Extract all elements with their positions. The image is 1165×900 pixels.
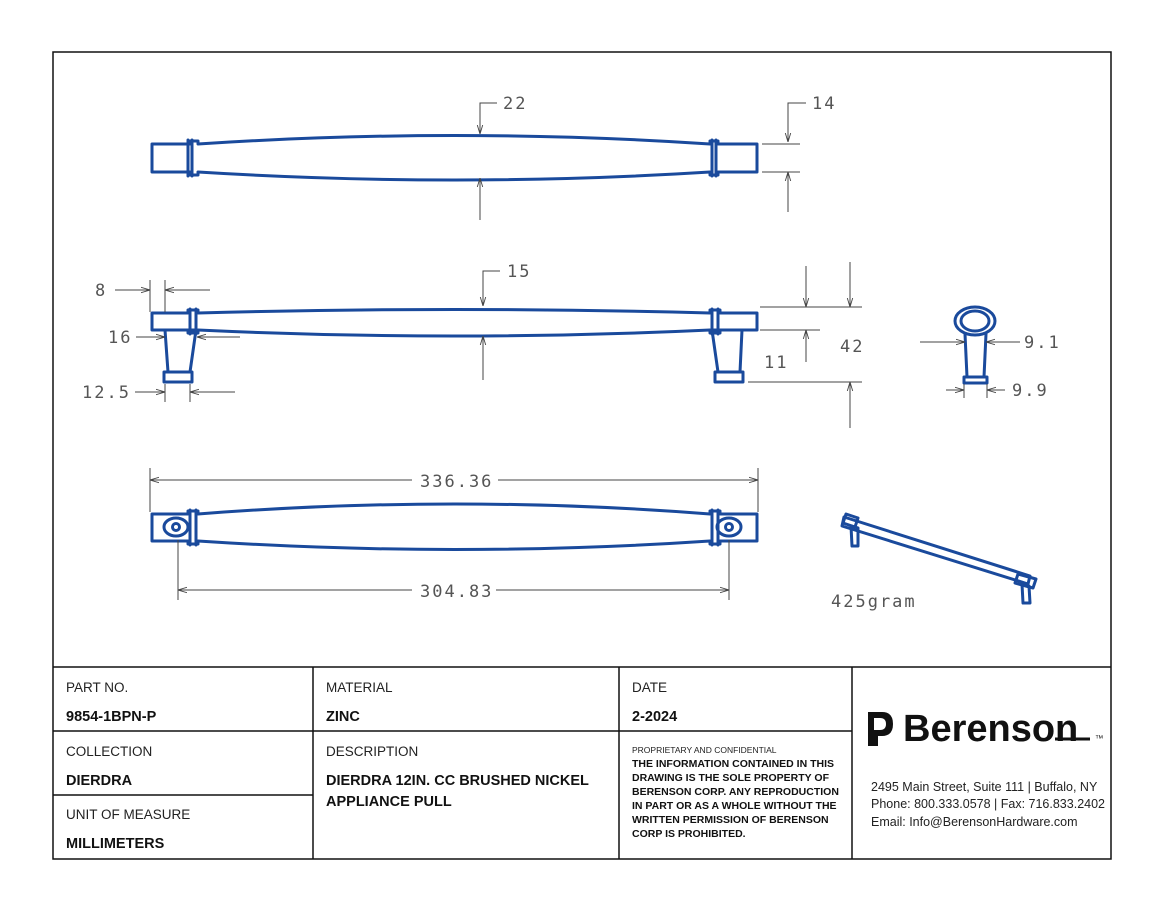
description-line-1: DIERDRA 12IN. CC BRUSHED NICKEL (326, 773, 589, 789)
dim-bar-thickness: 15 (507, 262, 531, 282)
description-line-2: APPLIANCE PULL (326, 794, 452, 810)
side-view: 15 8 16 12.5 11 42 (82, 262, 864, 428)
date-value: 2-2024 (632, 709, 677, 725)
dim-center-width: 22 (503, 94, 527, 114)
bottom-view: 336.36 304.83 (149, 468, 759, 602)
description-label: DESCRIPTION (326, 744, 418, 759)
legal-line-2: DRAWING IS THE SOLE PROPERTY OF (632, 772, 830, 784)
legal-line-4: IN PART OR AS A WHOLE WITHOUT THE (632, 800, 837, 812)
company-address: 2495 Main Street, Suite 111 | Buffalo, N… (871, 780, 1098, 794)
end-view: 9.1 9.9 (920, 305, 1061, 401)
left-post (163, 328, 198, 374)
berenson-logo: Berenson ™ (868, 708, 1104, 750)
date-label: DATE (632, 680, 667, 695)
dim-end-top: 9.1 (1024, 333, 1061, 353)
company-email: Email: Info@BerensonHardware.com (871, 815, 1078, 829)
trademark: ™ (1095, 733, 1104, 743)
dim-overall-length: 336.36 (420, 472, 493, 492)
dim-end-width: 14 (812, 94, 836, 114)
dim-post-base: 12.5 (82, 383, 131, 403)
iso-view: 425gram (831, 512, 1038, 612)
dim-center-to-center: 304.83 (420, 582, 493, 602)
logo-mark-icon (868, 712, 893, 746)
dim-post-top: 16 (108, 328, 132, 348)
title-block (53, 666, 1111, 859)
screw-hole-right (715, 516, 743, 538)
top-view: 22 14 (150, 94, 836, 220)
weight-label: 425gram (831, 592, 917, 612)
unit-label: UNIT OF MEASURE (66, 807, 190, 822)
right-post (710, 328, 744, 374)
legal-line-1: THE INFORMATION CONTAINED IN THIS (632, 758, 834, 770)
collection-value: DIERDRA (66, 773, 133, 789)
legal-heading: PROPRIETARY AND CONFIDENTIAL (632, 745, 777, 755)
top-view-bar-outline (150, 134, 759, 182)
part-no-label: PART NO. (66, 680, 128, 695)
collection-label: COLLECTION (66, 744, 152, 759)
legal-line-3: BERENSON CORP. ANY REPRODUCTION (632, 786, 839, 798)
legal-line-6: CORP IS PROHIBITED. (632, 828, 746, 840)
dim-end-bottom: 9.9 (1012, 381, 1049, 401)
dim-projection: 42 (840, 337, 864, 357)
dim-end-cap: 8 (95, 281, 107, 301)
company-name: Berenson (903, 708, 1078, 750)
material-value: ZINC (326, 709, 360, 725)
sheet-border (52, 51, 1112, 860)
company-phone: Phone: 800.333.0578 | Fax: 716.833.2402 (871, 797, 1105, 811)
dim-post-height: 11 (764, 353, 788, 373)
part-no-value: 9854-1BPN-P (66, 709, 157, 725)
bottom-view-bar-outline (150, 502, 759, 551)
legal-line-5: WRITTEN PERMISSION OF BERENSON (632, 814, 829, 826)
side-view-bar-outline (150, 308, 759, 338)
material-label: MATERIAL (326, 680, 393, 695)
unit-value: MILLIMETERS (66, 836, 165, 852)
screw-hole-left (162, 516, 190, 538)
